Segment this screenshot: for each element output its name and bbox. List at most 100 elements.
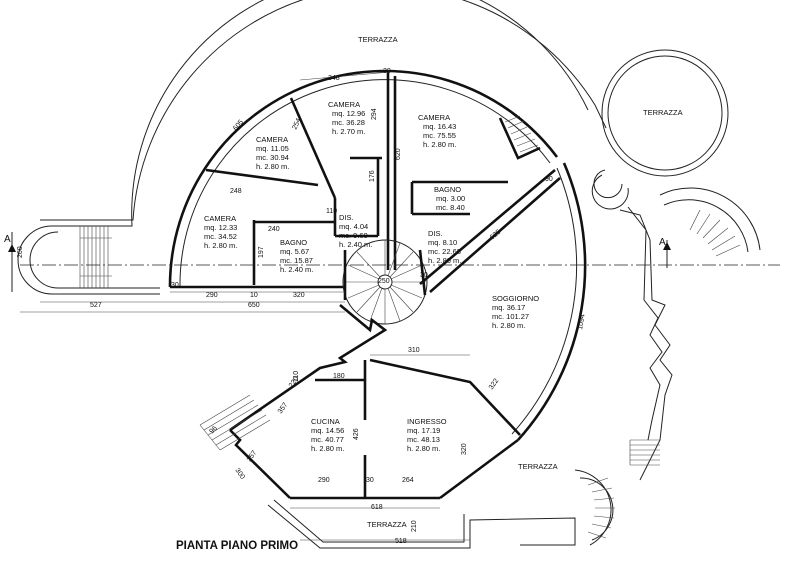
room-soggiorno: SOGGIORNO mq. 36.17 mc. 101.27 h. 2.80 m… <box>492 294 539 330</box>
room-height: h. 2.40 m. <box>280 265 313 274</box>
dimension-label: 650 <box>248 302 260 309</box>
room-bagno-1: BAGNO mq. 3.00 mc. 8.40 <box>434 185 465 212</box>
room-height: h. 2.70 m. <box>332 127 365 136</box>
dimension-label: 110 <box>293 371 300 382</box>
room-area: mq. 17.19 <box>407 426 440 435</box>
room-name: CUCINA <box>311 417 340 426</box>
stair-hatching <box>504 115 539 153</box>
terrace-label: TERRAZZA <box>518 462 558 471</box>
dimension-label: 248 <box>230 188 242 195</box>
dimension-label: 257 <box>246 449 258 463</box>
dimension-label: 176 <box>369 170 376 182</box>
room-name: CAMERA <box>328 100 360 109</box>
dimension-labels: 348 30 605 294 254 620 176 248 110 240 1… <box>17 68 587 545</box>
dimension-label: 30 <box>171 282 179 289</box>
dimension-label: 210 <box>411 520 418 532</box>
terrace-label: TERRAZZA <box>358 35 398 44</box>
dimension-label: 10 <box>250 292 258 299</box>
round-terrace-outline <box>591 49 729 210</box>
room-area: mq. 36.17 <box>492 303 525 312</box>
room-bagno-2: BAGNO mq. 5.67 mc. 15.87 h. 2.40 m. <box>280 238 313 274</box>
terrace-label: TERRAZZA <box>367 520 407 529</box>
room-name: CAMERA <box>418 113 450 122</box>
room-area: mq. 16.43 <box>423 122 456 131</box>
room-name: DIS. <box>339 213 354 222</box>
dimension-label: 620 <box>395 148 402 160</box>
room-height: h. 2.80 m. <box>256 162 289 171</box>
room-area: mq. 11.05 <box>256 144 289 153</box>
dimension-label: 180 <box>333 373 345 380</box>
dimension-label: 618 <box>371 504 383 511</box>
dimension-label: 240 <box>268 226 280 233</box>
room-volume: mc. 8.40 <box>436 203 465 212</box>
room-camera-4: CAMERA mq. 12.33 mc. 34.52 h. 2.80 m. <box>204 214 237 250</box>
dimension-label: 605 <box>232 119 245 133</box>
room-volume: mc. 22.68 <box>428 247 461 256</box>
room-volume: mc. 15.87 <box>280 256 313 265</box>
room-labels: CAMERA mq. 12.96 mc. 36.28 h. 2.70 m. CA… <box>204 100 539 453</box>
room-area: mq. 14.56 <box>311 426 344 435</box>
dimension-label: 30 <box>383 68 391 75</box>
room-ingresso: INGRESSO mq. 17.19 mc. 48.13 h. 2.80 m. <box>407 417 447 453</box>
right-terrace-outline <box>619 187 761 481</box>
dimension-label: 294 <box>371 108 378 120</box>
room-volume: mc. 36.28 <box>332 118 365 127</box>
dimension-label: 527 <box>90 302 102 309</box>
dimension-label: 518 <box>395 538 407 545</box>
room-height: h. 2.80 m. <box>428 256 461 265</box>
dimension-label: 264 <box>402 477 414 484</box>
room-area: mq. 4.04 <box>339 222 368 231</box>
building-walls <box>168 69 587 441</box>
room-camera-1: CAMERA mq. 12.96 mc. 36.28 h. 2.70 m. <box>328 100 365 136</box>
room-height: h. 2.80 m. <box>204 241 237 250</box>
room-volume: mc. 9.69 <box>339 231 368 240</box>
outer-terrace-outline <box>17 0 607 295</box>
room-name: CAMERA <box>256 135 288 144</box>
room-name: SOGGIORNO <box>492 294 539 303</box>
dimension-label: 110 <box>326 208 337 215</box>
room-volume: mc. 30.94 <box>256 153 289 162</box>
room-camera-2: CAMERA mq. 11.05 mc. 30.94 h. 2.80 m. <box>256 135 289 171</box>
room-dis-1: DIS. mq. 4.04 mc. 9.69 h. 2.40 m. <box>339 213 372 249</box>
dimension-label: 250 <box>378 278 390 285</box>
bottom-terrace-outline <box>267 469 615 549</box>
dimension-label: 310 <box>408 347 420 354</box>
dimension-label: 320 <box>293 292 305 299</box>
dimension-label: 30 <box>420 272 428 279</box>
room-volume: mc. 75.55 <box>423 131 456 140</box>
dimension-label: 290 <box>206 292 218 299</box>
dimension-label: 290 <box>318 477 330 484</box>
dimension-label: 348 <box>328 75 340 82</box>
section-marker-left: A <box>4 234 11 245</box>
terrace-label: TERRAZZA <box>643 108 683 117</box>
room-area: mq. 12.33 <box>204 223 237 232</box>
room-name: BAGNO <box>434 185 461 194</box>
room-dis-2: DIS. mq. 8.10 mc. 22.68 h. 2.80 m. <box>428 229 461 265</box>
dimension-label: 90 <box>545 176 553 183</box>
dimension-lines <box>20 71 470 541</box>
section-line <box>8 232 780 292</box>
room-area: mq. 3.00 <box>436 194 465 203</box>
terrace-labels: TERRAZZA TERRAZZA TERRAZZA TERRAZZA <box>358 35 683 529</box>
dimension-label: 254 <box>291 117 302 131</box>
room-height: h. 2.40 m. <box>339 240 372 249</box>
room-height: h. 2.80 m. <box>311 444 344 453</box>
dimension-label: 322 <box>488 377 500 391</box>
room-volume: mc. 48.13 <box>407 435 440 444</box>
room-name: CAMERA <box>204 214 236 223</box>
dimension-label: 96 <box>208 425 219 436</box>
lower-wing-walls <box>229 304 521 500</box>
room-area: mq. 5.67 <box>280 247 309 256</box>
room-area: mq. 12.96 <box>332 109 365 118</box>
left-stair-hatching <box>199 394 271 451</box>
section-markers: A A <box>4 234 666 248</box>
spiral-staircase <box>342 239 428 325</box>
plan-title: PIANTA PIANO PRIMO <box>176 540 298 552</box>
room-height: h. 2.80 m. <box>423 140 456 149</box>
room-volume: mc. 40.77 <box>311 435 344 444</box>
dimension-label: 1094 <box>577 314 587 331</box>
room-cucina: CUCINA mq. 14.56 mc. 40.77 h. 2.80 m. <box>311 417 344 453</box>
dimension-label: 260 <box>17 246 24 258</box>
room-height: h. 2.80 m. <box>492 321 525 330</box>
